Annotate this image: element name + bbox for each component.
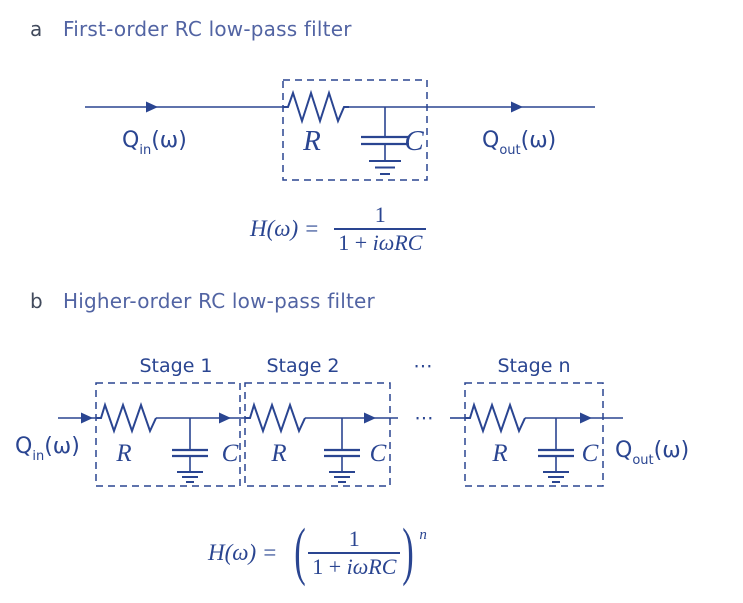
formula-a-numerator: 1 [374, 202, 386, 227]
formula-a-denominator: 1 + iωRC [338, 229, 423, 255]
circuit-b: Stage 1 Stage 2 ⋯ Stage n ⋯ [15, 355, 689, 487]
formula-b-lhs: H(ω) = [208, 539, 284, 565]
fraction-bar [308, 552, 401, 554]
formula-b-numerator: 1 [348, 526, 360, 551]
formula-b-denominator: 1 + iωRC [312, 553, 397, 579]
stage-1-resistor-symbol [96, 401, 157, 435]
stage-1-dashed-box [95, 382, 241, 487]
stage-2-capacitor-label: C [370, 440, 387, 467]
stage-2-caption: Stage 2 [266, 355, 339, 377]
resistor-symbol [283, 89, 349, 125]
stage-n-capacitor-label: C [582, 440, 599, 467]
right-paren: ) [402, 516, 415, 588]
stage-2-resistor-label: R [270, 440, 286, 467]
entry-arrowhead [81, 412, 93, 424]
stage-n-arrowhead [580, 412, 592, 424]
component-labels: R C R C R C [115, 440, 598, 467]
stage-1-capacitor-label: C [222, 440, 239, 467]
panel-a-letter: a [30, 17, 43, 41]
panel-b-letter: b [30, 289, 43, 313]
input-arrowhead [146, 101, 158, 113]
formula-a-lhs: H(ω) = [250, 215, 326, 241]
panel-a-title: First-order RC low-pass filter [63, 17, 352, 41]
panel-b-title: Higher-order RC low-pass filter [63, 289, 375, 313]
circuit-a: R C Qin(ω) Qout(ω) [85, 79, 595, 181]
transfer-function-a: H(ω) = 1 1 + iωRC [250, 202, 427, 255]
capacitor-label: C [404, 125, 424, 157]
filter-dashed-box [282, 79, 428, 181]
stage-1-capacitor-symbol [172, 418, 208, 483]
stage-2-resistor-symbol [245, 401, 306, 435]
resistor-label: R [302, 125, 321, 157]
stage-1-caption: Stage 1 [139, 355, 212, 377]
stage-n-resistor-symbol [465, 401, 526, 435]
caption-ellipsis: ⋯ [414, 355, 433, 377]
formula-a-fraction: 1 1 + iωRC [334, 202, 427, 255]
fraction-bar [334, 228, 427, 230]
q-out-label: Qout(ω) [615, 438, 689, 468]
output-arrowhead [511, 101, 523, 113]
stage-n-caption: Stage n [498, 355, 571, 377]
stage-n-resistor-label: R [491, 440, 507, 467]
stage-2-dashed-box [244, 382, 391, 487]
q-in-label: Qin(ω) [15, 434, 80, 464]
q-in-label: Qin(ω) [122, 128, 187, 158]
stage-2-arrowhead [364, 412, 376, 424]
stage-1-resistor-label: R [115, 440, 131, 467]
left-paren: ( [294, 516, 306, 588]
wire-ellipsis: ⋯ [415, 407, 434, 429]
capacitor-symbol [361, 107, 409, 175]
q-out-label: Qout(ω) [482, 128, 556, 158]
formula-b-exponent: n [419, 527, 427, 543]
transfer-function-b: H(ω) = ( 1 1 + iωRC ) n [208, 520, 427, 585]
stage-n-capacitor-symbol [538, 418, 574, 483]
stage-1-arrowhead [219, 412, 231, 424]
stage-2-capacitor-symbol [324, 418, 360, 483]
formula-b-fraction: 1 1 + iωRC [308, 526, 401, 579]
stage-n-dashed-box [464, 382, 604, 487]
